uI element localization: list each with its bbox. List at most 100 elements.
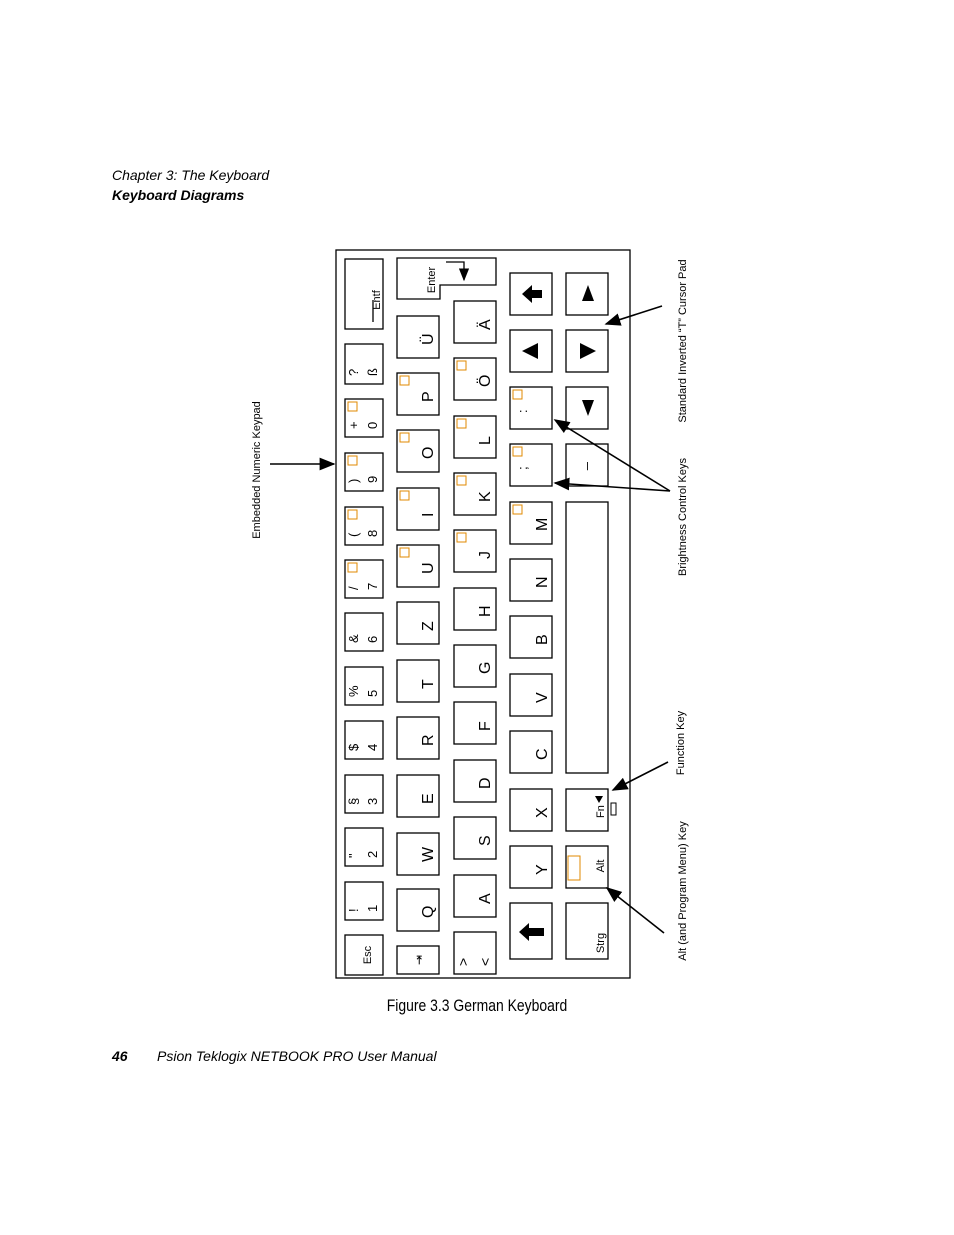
key-y: Y — [509, 845, 553, 889]
key-9-shift: ) — [346, 479, 361, 483]
callout-brightness: Brightness Control Keys — [677, 458, 689, 576]
key-w: W — [396, 832, 440, 876]
key-8: ( 8 — [344, 506, 384, 546]
key-s: S — [453, 816, 497, 860]
key-comma: ; — [509, 443, 553, 487]
key-arrow-up — [565, 272, 609, 316]
key-arrow-down — [565, 386, 609, 430]
key-t: T — [396, 659, 440, 703]
key-space — [565, 501, 609, 774]
key-oe: Ö — [453, 357, 497, 401]
key-comma-shift: ; — [515, 466, 530, 470]
key-v: V — [509, 673, 553, 717]
callout-arrow-fn — [611, 761, 669, 791]
key-ae-label: Ä — [476, 319, 494, 330]
key-shift-left — [509, 902, 553, 960]
key-ae: Ä — [453, 300, 497, 344]
key-fn-label: Fn — [595, 805, 607, 818]
callout-arrow-brightness-2 — [553, 477, 671, 492]
key-a: A — [453, 874, 497, 918]
key-eszett-shift: ? — [346, 369, 361, 376]
key-f-label: F — [477, 721, 494, 731]
key-q-label: Q — [420, 906, 437, 918]
key-g-label: G — [477, 662, 494, 674]
key-x-label: X — [534, 807, 551, 818]
key-4-shift: $ — [346, 743, 361, 751]
key-h: H — [453, 587, 497, 631]
section-header: Keyboard Diagrams — [112, 187, 245, 203]
key-minus: _ — [565, 443, 609, 487]
key-w-label: W — [420, 846, 437, 862]
key-3-label: 3 — [365, 798, 380, 805]
key-1-shift: ! — [346, 908, 361, 912]
callout-cursor-pad: Standard Inverted “T” Cursor Pad — [677, 259, 689, 422]
key-0-shift: + — [346, 421, 361, 429]
key-ue: Ü — [396, 315, 440, 359]
key-1: ! 1 — [344, 881, 384, 921]
key-2-shift: " — [346, 853, 361, 858]
key-arrow-right — [565, 329, 609, 373]
key-6-label: 6 — [365, 636, 380, 643]
key-6: & 6 — [344, 612, 384, 652]
key-s-label: S — [477, 835, 494, 846]
key-esc-label: Esc — [362, 945, 374, 964]
callout-alt-key: Alt (and Program Menu) Key — [677, 821, 689, 961]
key-p: P — [396, 372, 440, 416]
key-z: Z — [396, 601, 440, 645]
key-i-label: I — [420, 513, 437, 517]
key-3-shift: § — [346, 798, 361, 805]
key-t-label: T — [420, 679, 437, 689]
figure-caption: Figure 3.3 German Keyboard — [386, 996, 568, 1015]
key-c: C — [509, 730, 553, 774]
key-y-label: Y — [534, 864, 551, 875]
key-esc: Esc — [344, 934, 384, 976]
key-m: M — [509, 501, 553, 545]
key-entf: Entf — [344, 258, 384, 330]
key-shift-right — [509, 272, 553, 316]
key-enter-label: Enter — [426, 267, 438, 294]
key-9-label: 9 — [365, 476, 380, 483]
key-d: D — [453, 759, 497, 803]
key-lt-shift: > — [455, 958, 471, 966]
chapter-header: Chapter 3: The Keyboard — [112, 167, 270, 183]
key-o-label: O — [420, 447, 437, 459]
key-b: B — [509, 615, 553, 659]
key-l-label: L — [477, 436, 494, 445]
key-4-label: 4 — [365, 744, 380, 751]
key-j: J — [453, 529, 497, 573]
key-strg: Strg — [565, 902, 609, 960]
key-2: " 2 — [344, 827, 384, 867]
key-arrow-left — [509, 329, 553, 373]
key-e: E — [396, 774, 440, 818]
key-7-label: 7 — [365, 583, 380, 590]
key-lt: > < — [453, 931, 497, 975]
key-h-label: H — [477, 605, 494, 617]
key-j-label: J — [477, 551, 494, 559]
key-e-label: E — [420, 793, 437, 804]
key-d-label: D — [477, 777, 494, 789]
key-g: G — [453, 644, 497, 688]
key-u-label: U — [420, 562, 437, 574]
key-a-label: A — [477, 893, 494, 904]
key-enter: Enter — [396, 257, 497, 300]
key-n-label: N — [534, 576, 551, 588]
key-period-shift: : — [515, 409, 530, 413]
key-c-label: C — [534, 748, 551, 760]
key-r-label: R — [420, 734, 437, 746]
key-lt-label: < — [477, 958, 493, 966]
key-strg-label: Strg — [595, 933, 607, 953]
key-tab: ⇥ — [396, 945, 440, 975]
key-alt-label: Alt — [595, 860, 607, 873]
key-i: I — [396, 487, 440, 531]
key-p-label: P — [420, 391, 437, 402]
key-z-label: Z — [420, 621, 437, 631]
key-5: % 5 — [344, 666, 384, 706]
key-alt: Alt — [565, 845, 609, 889]
key-5-label: 5 — [365, 690, 380, 697]
key-ue-label: Ü — [419, 333, 437, 345]
key-6-shift: & — [346, 634, 361, 643]
key-eszett-label: ß — [365, 368, 380, 376]
key-period: : — [509, 386, 553, 430]
key-8-label: 8 — [365, 530, 380, 537]
key-8-shift: ( — [346, 532, 361, 537]
